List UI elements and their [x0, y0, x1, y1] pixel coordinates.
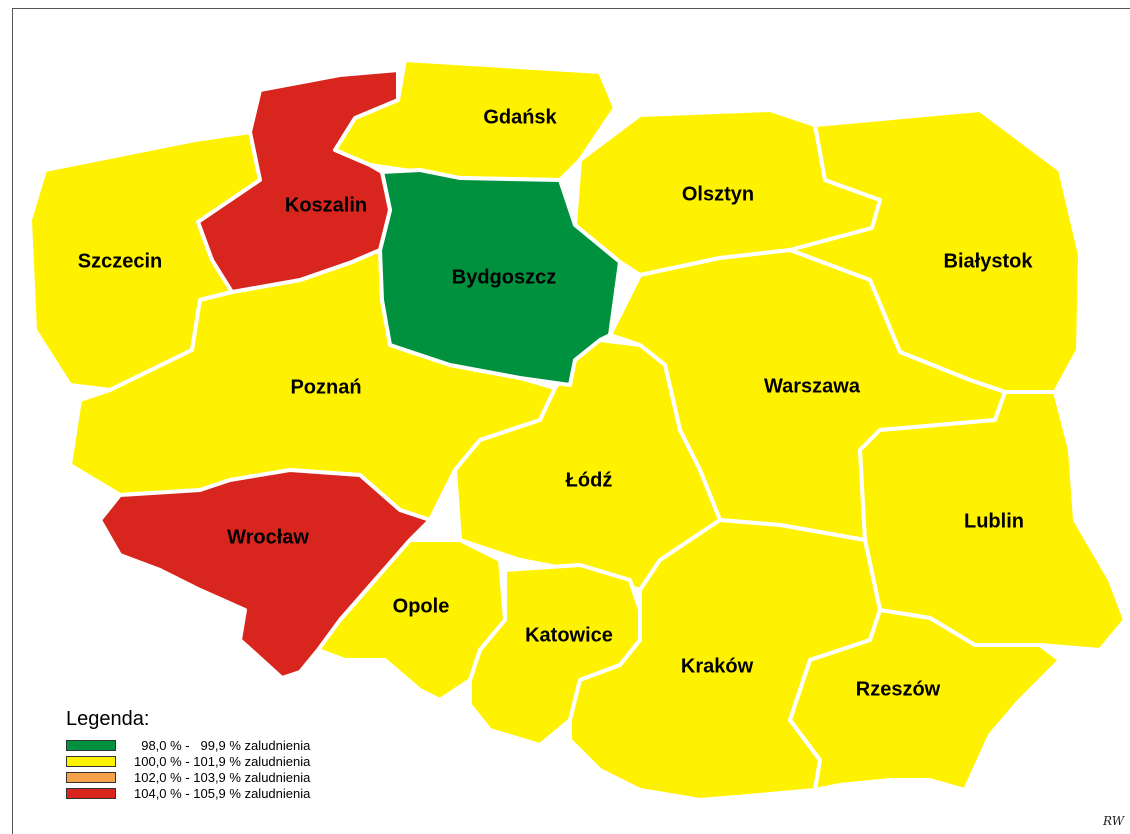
- label-olsztyn: Olsztyn: [682, 183, 754, 205]
- label-wroclaw: Wrocław: [227, 526, 309, 548]
- legend-item-orange: 102,0 % - 103,9 % zaludnienia: [66, 769, 310, 785]
- label-bydgoszcz: Bydgoszcz: [452, 266, 556, 288]
- legend-swatch-red: [66, 787, 116, 799]
- label-koszalin: Koszalin: [285, 194, 367, 216]
- map-frame: [12, 8, 1130, 834]
- legend-item-yellow: 100,0 % - 101,9 % zaludnienia: [66, 753, 310, 769]
- label-lodz: Łódź: [566, 469, 613, 491]
- legend-swatch-green: [66, 739, 116, 751]
- legend: Legenda: 98,0 % - 99,9 % zaludnienia 100…: [66, 708, 310, 801]
- label-bialystok: Białystok: [944, 250, 1034, 272]
- legend-label-green: 98,0 % - 99,9 % zaludnienia: [134, 737, 311, 753]
- legend-label-yellow: 100,0 % - 101,9 % zaludnienia: [134, 753, 311, 769]
- region-bydgoszcz[interactable]: [378, 168, 622, 387]
- legend-swatch-orange: [66, 771, 116, 783]
- label-warszawa: Warszawa: [764, 375, 861, 397]
- label-rzeszow: Rzeszów: [856, 678, 941, 700]
- region-krakow[interactable]: [568, 518, 882, 802]
- legend-title: Legenda:: [66, 708, 150, 730]
- legend-swatch-yellow: [66, 755, 116, 767]
- legend-label-orange: 102,0 % - 103,9 % zaludnienia: [134, 769, 311, 785]
- author-signature: RW: [1103, 814, 1125, 828]
- label-szczecin: Szczecin: [78, 250, 162, 272]
- region-koszalin[interactable]: [196, 68, 400, 294]
- label-gdansk: Gdańsk: [483, 106, 557, 128]
- label-opole: Opole: [393, 595, 450, 617]
- label-krakow: Kraków: [681, 655, 754, 677]
- legend-item-green: 98,0 % - 99,9 % zaludnienia: [66, 737, 310, 753]
- label-katowice: Katowice: [525, 624, 613, 646]
- region-wroclaw[interactable]: [98, 468, 432, 680]
- legend-item-red: 104,0 % - 105,9 % zaludnienia: [66, 785, 310, 801]
- label-lublin: Lublin: [964, 510, 1024, 532]
- region-rzeszow[interactable]: [788, 608, 1062, 792]
- legend-label-red: 104,0 % - 105,9 % zaludnienia: [134, 785, 311, 801]
- label-poznan: Poznań: [290, 376, 361, 398]
